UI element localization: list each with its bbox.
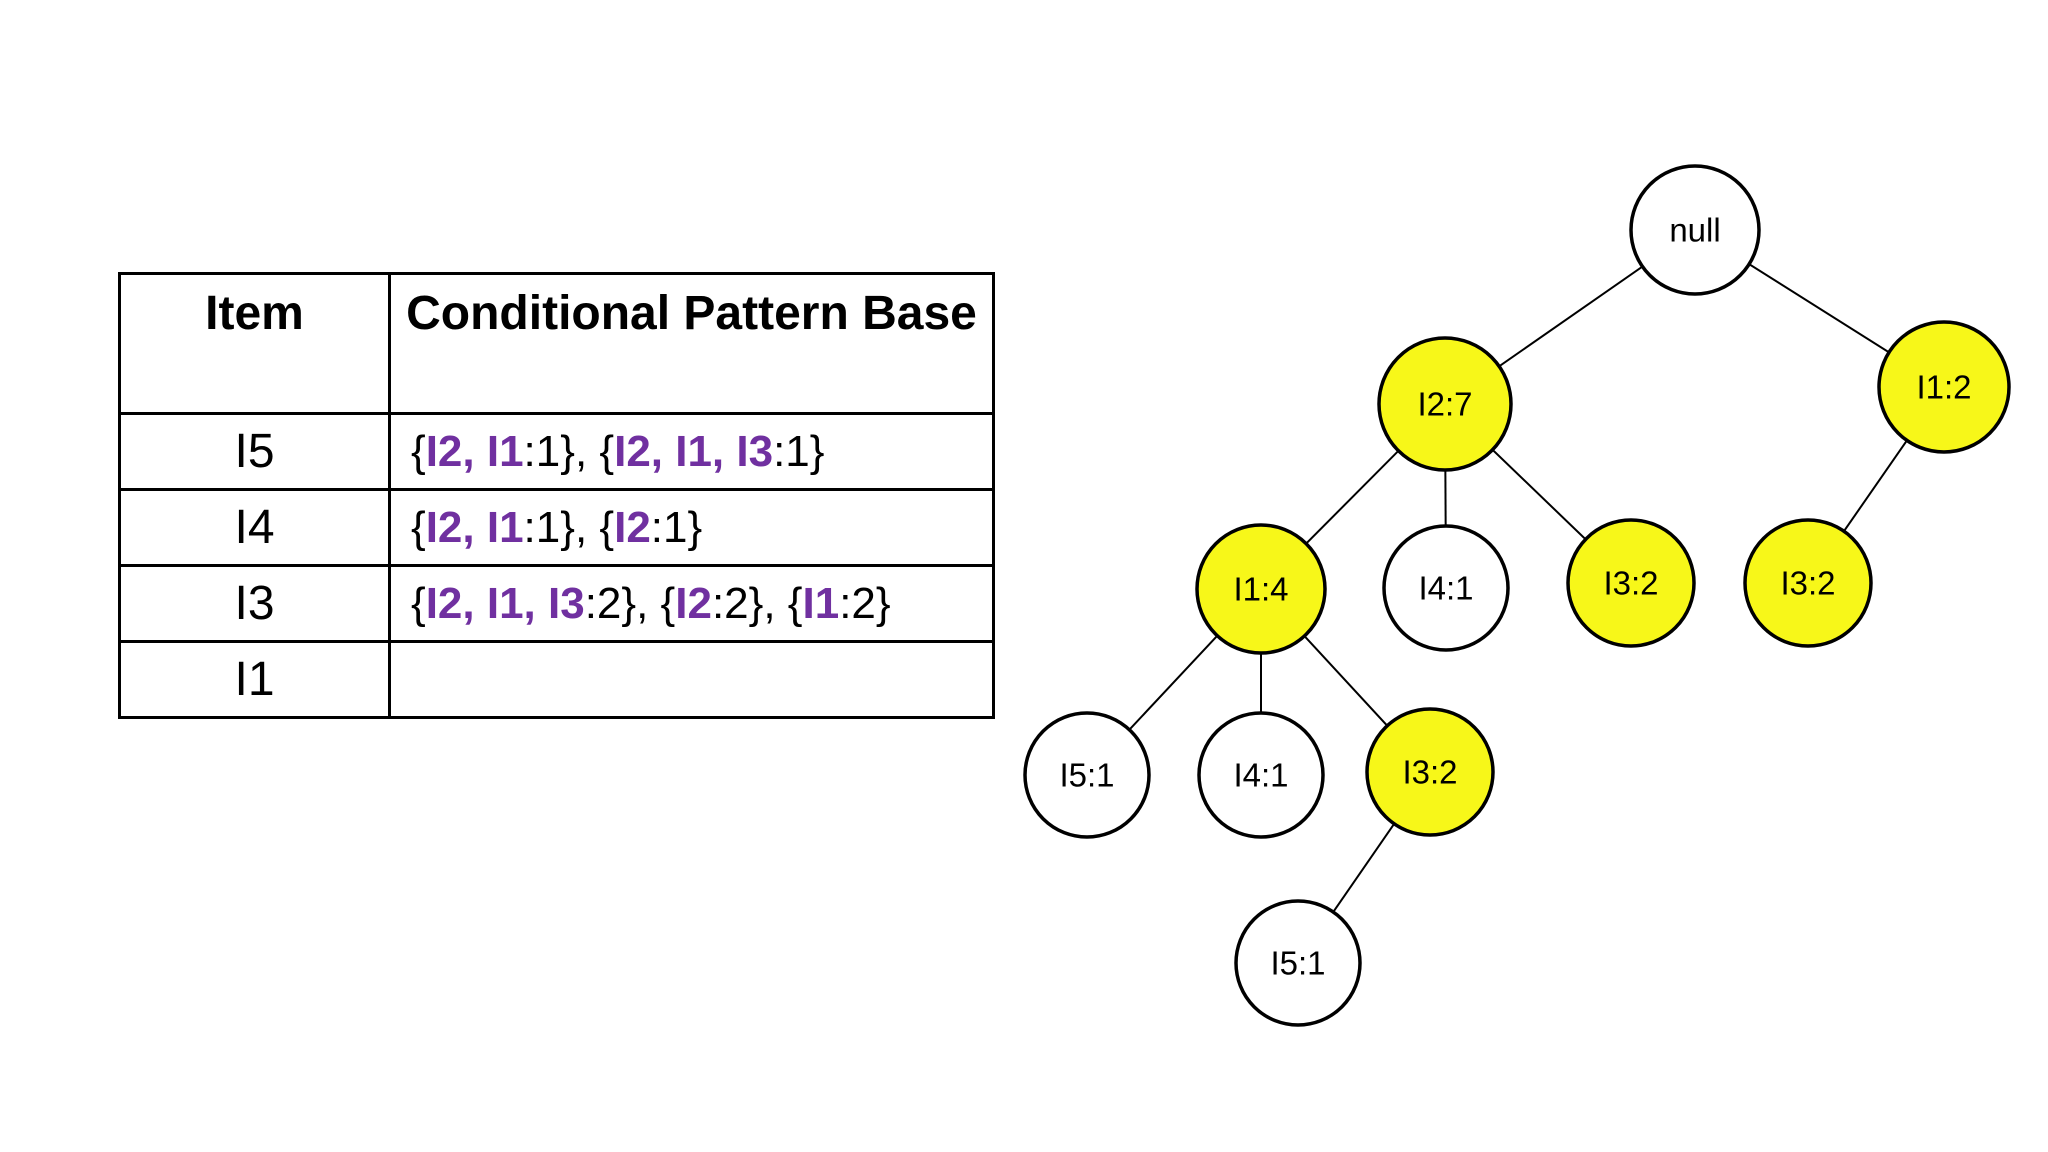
tree-node-label: I3:2 (1402, 754, 1457, 791)
pattern-cell: {I2, I1:1}, {I2, I1, I3:1} (388, 412, 995, 491)
pattern-plain-segment: :1}, { (523, 426, 615, 476)
tree-node-i51: I5:1 (1023, 711, 1151, 839)
tree-node-i32: I3:2 (1365, 707, 1495, 837)
pattern-plain-segment: :1}, { (523, 502, 615, 552)
pattern-cell: {I2, I1:1}, {I2:1} (388, 488, 995, 567)
tree-node-label: I3:2 (1780, 565, 1835, 602)
pattern-plain-segment: { (411, 502, 426, 552)
item-cell: I5 (118, 412, 391, 491)
tree-node-label: I5:1 (1270, 945, 1325, 982)
tree-node-i51: I5:1 (1234, 899, 1362, 1027)
tree-node-i27: I2:7 (1377, 336, 1513, 472)
tree-node-label: I1:4 (1233, 571, 1288, 608)
tree-node-circle (1023, 711, 1151, 839)
table-row: I3{I2, I1, I3:2}, {I2:2}, {I1:2} (118, 564, 995, 643)
pattern-itemset-segment: I2, I1 (425, 502, 524, 552)
tree-node-label: I3:2 (1603, 565, 1658, 602)
tree-node-circle-highlighted (1377, 336, 1513, 472)
tree-node-null: null (1629, 164, 1761, 296)
col-header-item: Item (118, 272, 391, 415)
col-header-conditional-pattern-base: Conditional Pattern Base (388, 272, 995, 415)
pattern-itemset-segment: I2, I1, I3 (614, 426, 774, 476)
pattern-plain-segment: { (411, 578, 426, 628)
table-row: I4{I2, I1:1}, {I2:1} (118, 488, 995, 567)
pattern-plain-segment: :1} (650, 502, 703, 552)
tree-node-circle-highlighted (1365, 707, 1495, 837)
table-header-row: Item Conditional Pattern Base (118, 272, 995, 415)
tree-node-label: I4:1 (1233, 757, 1288, 794)
table-row: I1 (118, 640, 995, 719)
tree-node-circle-highlighted (1566, 518, 1696, 648)
pattern-plain-segment: :2}, { (711, 578, 803, 628)
tree-node-i12: I1:2 (1877, 320, 2011, 454)
tree-node-i32: I3:2 (1566, 518, 1696, 648)
pattern-cell (388, 640, 995, 719)
pattern-plain-segment: :2}, { (584, 578, 676, 628)
conditional-pattern-base-table: Item Conditional Pattern Base I5{I2, I1:… (118, 272, 995, 719)
tree-node-label: I5:1 (1059, 757, 1114, 794)
tree-node-circle-highlighted (1195, 523, 1327, 655)
tree-node-circle (1382, 524, 1510, 652)
tree-node-circle (1629, 164, 1761, 296)
item-cell: I4 (118, 488, 391, 567)
tree-node-i14: I1:4 (1195, 523, 1327, 655)
pattern-cell: {I2, I1, I3:2}, {I2:2}, {I1:2} (388, 564, 995, 643)
tree-node-circle (1197, 711, 1325, 839)
tree-node-circle-highlighted (1877, 320, 2011, 454)
tree-node-i32: I3:2 (1743, 518, 1873, 648)
tree-node-label: I2:7 (1417, 386, 1472, 423)
pattern-itemset-segment: I2, I1 (425, 426, 524, 476)
table-body: I5{I2, I1:1}, {I2, I1, I3:1}I4{I2, I1:1}… (118, 412, 995, 719)
pattern-plain-segment: { (411, 426, 426, 476)
item-cell: I3 (118, 564, 391, 643)
tree-node-i41: I4:1 (1197, 711, 1325, 839)
pattern-itemset-segment: I2 (614, 502, 651, 552)
tree-node-circle-highlighted (1743, 518, 1873, 648)
item-cell: I1 (118, 640, 391, 719)
pattern-plain-segment: :2} (839, 578, 891, 628)
tree-node-circle (1234, 899, 1362, 1027)
tree-node-label: null (1669, 212, 1720, 249)
pattern-itemset-segment: I1 (802, 578, 840, 628)
tree-node-i41: I4:1 (1382, 524, 1510, 652)
tree-node-label: I4:1 (1418, 570, 1473, 607)
pattern-plain-segment: :1} (773, 426, 825, 476)
pattern-itemset-segment: I2, I1, I3 (425, 578, 585, 628)
pattern-itemset-segment: I2 (675, 578, 712, 628)
tree-node-label: I1:2 (1916, 369, 1971, 406)
table-row: I5{I2, I1:1}, {I2, I1, I3:1} (118, 412, 995, 491)
